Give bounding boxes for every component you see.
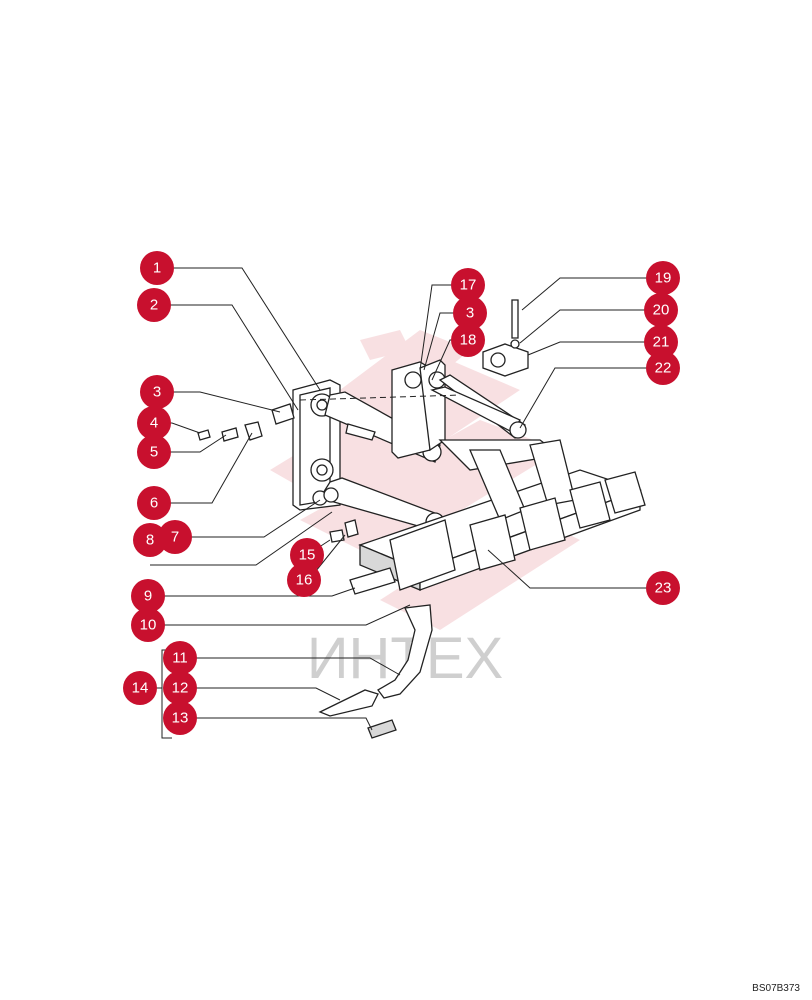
ripper-assembly-drawing [197,299,646,739]
callout-5: 5 [137,435,171,469]
svg-text:4: 4 [150,415,158,432]
svg-text:23: 23 [655,580,672,597]
callout-16: 16 [287,563,321,597]
callout-22: 22 [646,351,680,385]
svg-text:10: 10 [140,617,157,634]
callout-14: 14 [123,671,157,705]
tip-pin [367,719,397,739]
bolt-5 [221,427,239,442]
callout-3-left: 3 [140,375,174,409]
pin-9 [349,567,396,595]
ripper-shank [377,604,433,699]
callout-23: 23 [646,571,680,605]
svg-text:12: 12 [172,680,189,697]
bolt-3 [271,403,295,425]
callout-18: 18 [451,323,485,357]
callout-13: 13 [163,701,197,735]
svg-text:20: 20 [653,302,670,319]
svg-text:3: 3 [466,305,474,322]
callout-8: 8 [133,523,167,557]
svg-text:21: 21 [653,334,670,351]
bolt-19 [511,299,519,339]
ripper-tip [318,689,379,717]
svg-text:6: 6 [150,495,158,512]
callout-6: 6 [137,486,171,520]
reference-code: BS07B373 [752,983,800,994]
svg-text:16: 16 [296,572,313,589]
svg-text:1: 1 [153,260,161,277]
callout-7: 7 [158,520,192,554]
svg-text:5: 5 [150,444,158,461]
right-mount-bracket [391,359,446,459]
callout-10: 10 [131,608,165,642]
callout-20: 20 [644,293,678,327]
bolt-16 [329,529,345,543]
svg-text:17: 17 [460,277,477,294]
callout-17: 17 [451,268,485,302]
svg-text:19: 19 [655,270,672,287]
callout-21: 21 [644,325,678,359]
callout-11: 11 [163,641,197,675]
svg-text:14: 14 [132,680,149,697]
callout-1: 1 [140,251,174,285]
callouts: 1 2 3 4 5 6 7 8 [123,251,680,735]
svg-text:7: 7 [171,529,179,546]
callout-19: 19 [646,261,680,295]
plate-15 [344,519,359,538]
washer-20 [510,339,520,349]
callout-9: 9 [131,579,165,613]
svg-text:13: 13 [172,710,189,727]
svg-text:18: 18 [460,332,477,349]
svg-text:3: 3 [153,384,161,401]
svg-text:22: 22 [655,360,672,377]
callout-15: 15 [290,538,324,572]
svg-text:2: 2 [150,297,158,314]
svg-text:8: 8 [146,532,154,549]
bolt-4 [197,429,211,441]
callout-3-right: 3 [453,296,487,330]
callout-2: 2 [137,288,171,322]
callout-4: 4 [137,406,171,440]
callout-12: 12 [163,671,197,705]
svg-text:9: 9 [144,588,152,605]
svg-text:11: 11 [172,650,188,667]
svg-text:15: 15 [299,547,316,564]
plate-7 [244,421,263,441]
